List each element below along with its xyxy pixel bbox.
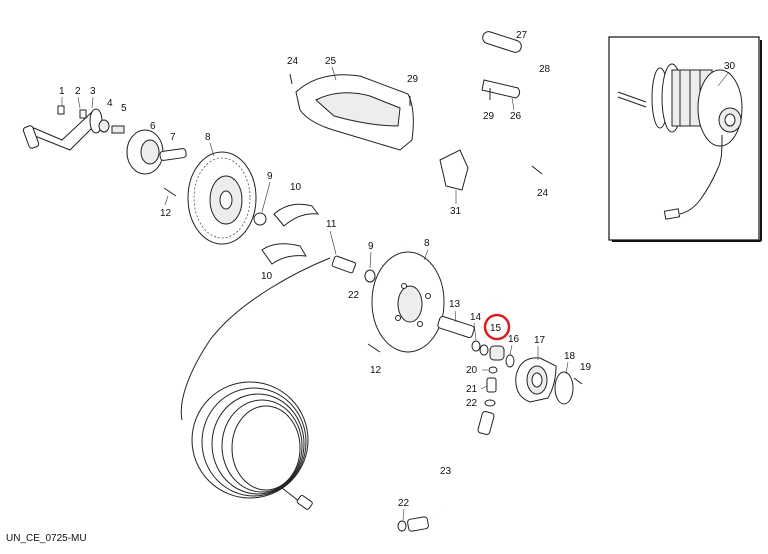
callout-27: 27 (516, 30, 528, 41)
callout-9b: 9 (368, 241, 374, 252)
hose-coil (180, 257, 331, 510)
callout-21: 21 (466, 384, 478, 395)
callout-4: 4 (107, 98, 113, 109)
callout-8a: 8 (205, 132, 211, 143)
callout-20: 20 (466, 365, 478, 376)
callout-18: 18 (564, 351, 576, 362)
callout-29a: 29 (407, 74, 419, 85)
callout-23: 23 (440, 466, 452, 477)
callout-10a: 10 (290, 182, 302, 193)
seal-ring-2 (364, 269, 376, 283)
callout-24a: 24 (287, 56, 299, 67)
callout-22b: 22 (466, 398, 478, 409)
callout-6: 6 (150, 121, 156, 132)
callout-9a: 9 (267, 171, 273, 182)
clip-upper (273, 203, 320, 227)
clamp (481, 79, 521, 99)
oring-22c (397, 520, 407, 532)
hook (439, 149, 469, 191)
callout-5: 5 (121, 103, 127, 114)
oring-22 (484, 399, 496, 407)
callout-16: 16 (508, 334, 520, 345)
cover (554, 371, 574, 405)
seal-ring (253, 212, 267, 226)
inset-reel-drawing (617, 63, 743, 220)
handle-tray (295, 74, 414, 151)
callout-26: 26 (510, 111, 522, 122)
callout-25: 25 (325, 56, 337, 67)
callout-7: 7 (170, 132, 176, 143)
housing (515, 357, 557, 403)
callout-2: 2 (75, 86, 81, 97)
hose-connector (331, 255, 356, 274)
clip-lower (261, 243, 307, 265)
callout-3: 3 (90, 86, 96, 97)
callout-22c: 22 (398, 498, 410, 509)
callout-15: 15 (490, 323, 502, 334)
callout-11: 11 (326, 219, 337, 230)
callout-12b: 12 (370, 365, 382, 376)
inset-panel: 30 (608, 36, 762, 242)
callout-8b: 8 (424, 238, 430, 249)
seal-14b (479, 344, 489, 356)
callout-12a: 12 (160, 208, 172, 219)
nipple-21 (486, 377, 497, 393)
callout-14: 14 (470, 312, 482, 323)
document-code: UN_CE_0725-MU (6, 533, 87, 544)
callout-22a: 22 (348, 290, 360, 301)
callout-15-highlight[interactable]: 15 (483, 313, 511, 341)
grip (482, 31, 522, 53)
seal-14 (471, 340, 481, 352)
seal-16 (505, 354, 515, 368)
right-drum (371, 251, 445, 353)
callout-19: 19 (580, 362, 592, 373)
callout-29b: 29 (483, 111, 495, 122)
left-drum (187, 151, 257, 245)
callout-24b: 24 (537, 188, 549, 199)
crank-assembly (22, 105, 187, 197)
frame (401, 46, 565, 301)
callout-28: 28 (539, 64, 551, 75)
callout-31: 31 (450, 206, 462, 217)
callout-17: 17 (534, 335, 546, 346)
axle (437, 316, 475, 338)
callout-30: 30 (724, 61, 736, 72)
outlet-hose (407, 410, 495, 532)
callout-13: 13 (449, 299, 461, 310)
callout-10b: 10 (261, 271, 273, 282)
oring-20 (488, 366, 498, 374)
callout-1: 1 (59, 86, 65, 97)
bushing (489, 345, 505, 361)
